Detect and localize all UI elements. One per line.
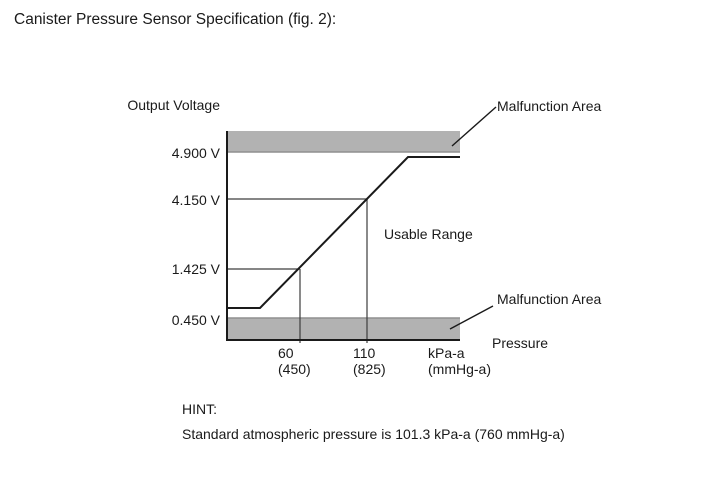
y-tick-4150: 4.150 V bbox=[171, 192, 220, 208]
x-tick-60-450: 60 (450) bbox=[278, 345, 311, 377]
x-unit-primary: kPa-a bbox=[428, 345, 465, 361]
x-tick-value: 110 bbox=[353, 345, 376, 361]
figure-title: Canister Pressure Sensor Specification (… bbox=[14, 11, 337, 28]
y-axis-title: Output Voltage bbox=[127, 97, 220, 113]
hint-text: Standard atmospheric pressure is 101.3 k… bbox=[182, 426, 565, 442]
usable-range-label: Usable Range bbox=[384, 226, 473, 242]
x-axis-units: kPa-a (mmHg-a) bbox=[428, 345, 491, 377]
x-tick-alt: (825) bbox=[353, 360, 386, 377]
y-tick-0450: 0.450 V bbox=[171, 312, 220, 328]
hint-heading: HINT: bbox=[182, 401, 217, 417]
y-tick-4900: 4.900 V bbox=[171, 145, 220, 161]
leader-malfunction-bottom bbox=[449, 305, 494, 330]
x-tick-alt: (450) bbox=[278, 360, 311, 377]
x-tick-110-825: 110 (825) bbox=[353, 345, 386, 377]
malfunction-band-bottom bbox=[227, 318, 460, 340]
output-voltage-curve bbox=[227, 156, 460, 309]
malfunction-band-top bbox=[227, 131, 460, 152]
malfunction-area-label-top: Malfunction Area bbox=[497, 98, 602, 114]
x-tick-value: 60 bbox=[278, 345, 294, 361]
malfunction-area-label-bottom: Malfunction Area bbox=[497, 291, 602, 307]
x-unit-secondary: (mmHg-a) bbox=[428, 360, 491, 377]
leader-malfunction-top bbox=[451, 106, 497, 147]
x-axis-title: Pressure bbox=[492, 335, 549, 351]
y-tick-1425: 1.425 V bbox=[171, 261, 220, 277]
